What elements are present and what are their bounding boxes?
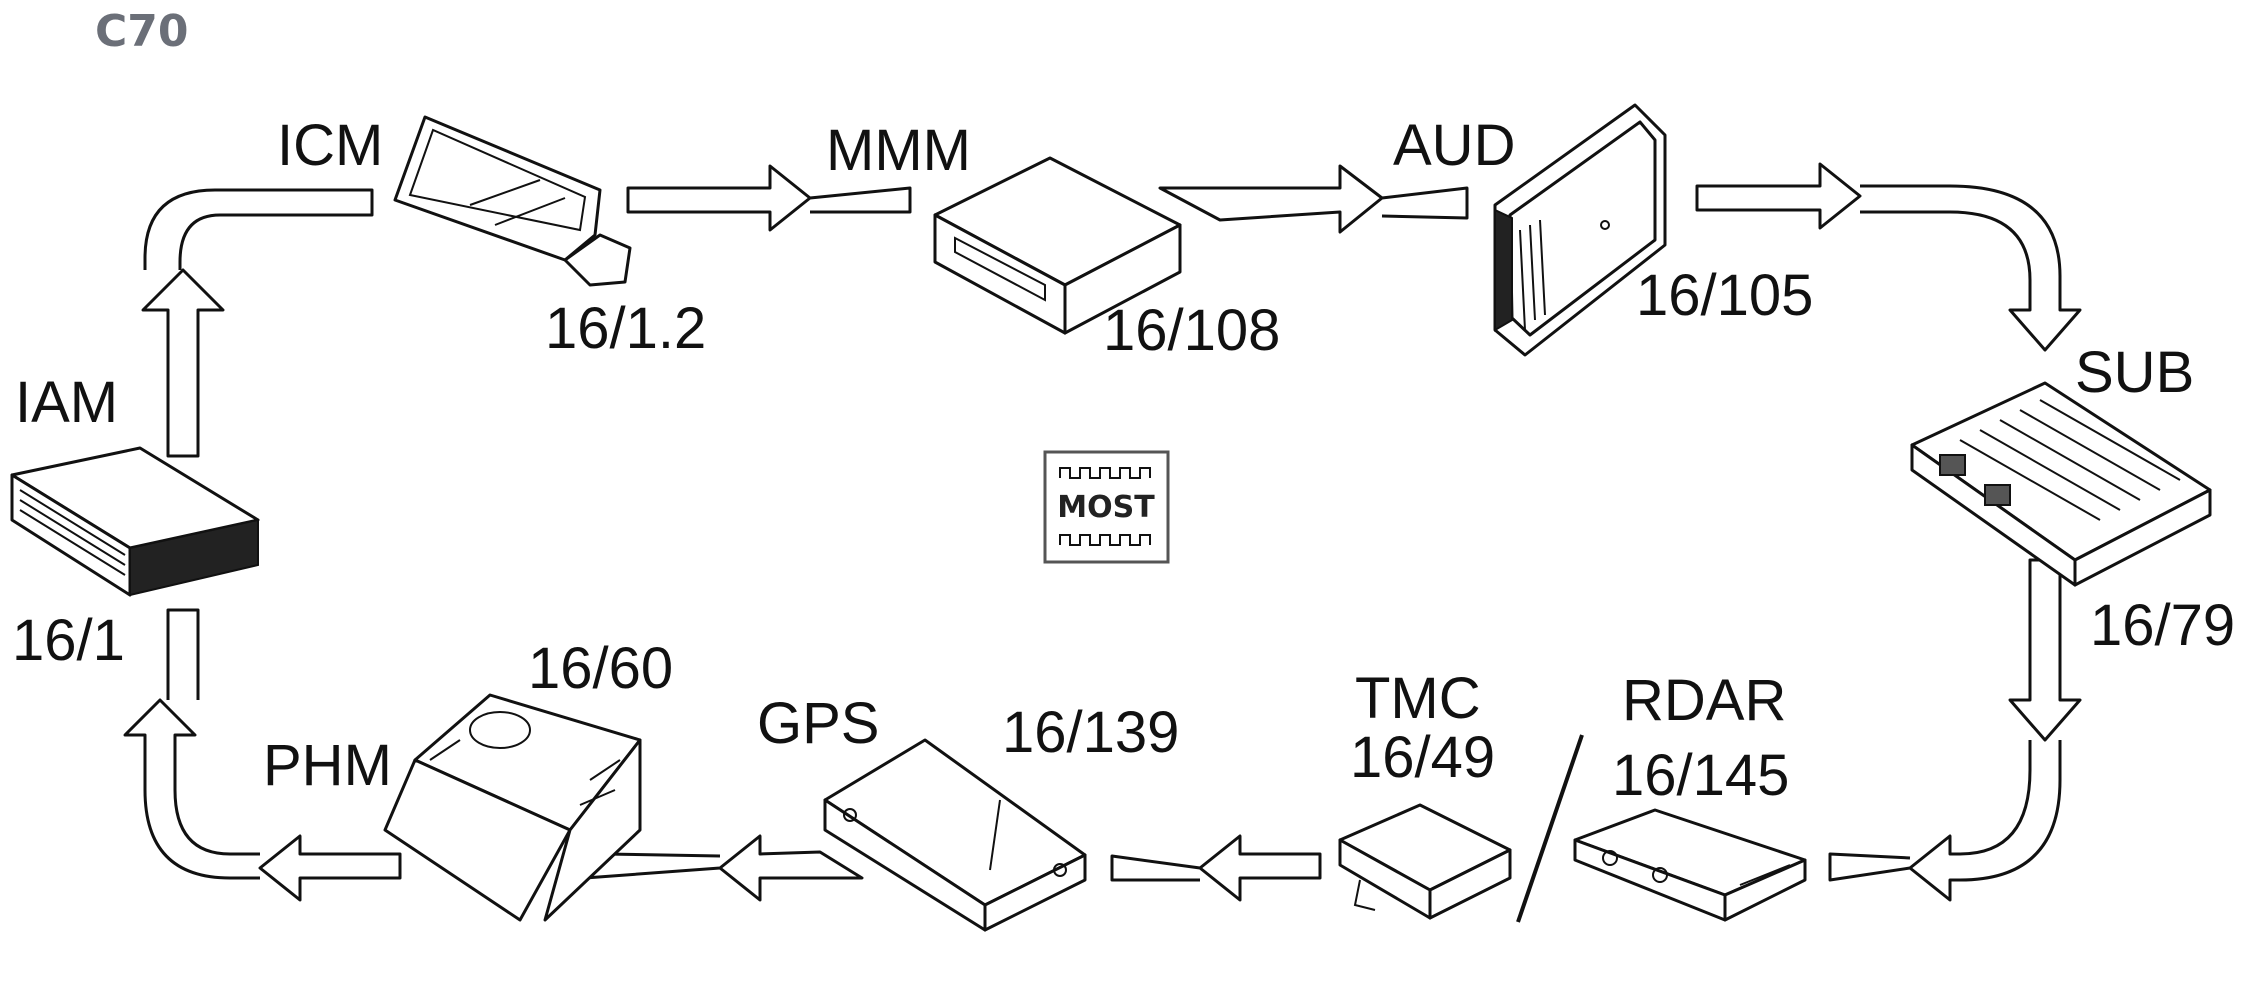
mmm-device (933, 156, 1182, 335)
ring-arrow-tmc-to-gps (1110, 834, 1322, 902)
aud-name-label: AUD (1393, 113, 1515, 178)
page-title: C70 (95, 6, 189, 57)
sub-device (1910, 381, 2212, 587)
tmc-device (1338, 803, 1512, 920)
ring-pipe-top-right (1860, 184, 2082, 352)
gps-device (823, 738, 1087, 932)
mmm-code-label: 16/108 (1103, 298, 1280, 363)
ring-arrow-mmm-to-aud (1158, 164, 1469, 234)
aud-device (1493, 103, 1667, 357)
iam-device (10, 446, 260, 597)
most-wave-bottom (1059, 534, 1151, 546)
ring-arrow-sub-down (2008, 558, 2082, 742)
tmc-name-label: TMC (1355, 666, 1481, 731)
ring-arrow-icm-to-mmm (626, 164, 912, 232)
rdar-name-label: RDAR (1622, 668, 1786, 733)
ring-pipe-left-down (166, 608, 200, 700)
ring-arrow-iam-to-icm (141, 268, 225, 458)
ring-arrow-phm-to-iam (258, 834, 402, 902)
ring-pipe-bottom-right-tail (1828, 852, 1911, 882)
icm-device (393, 115, 632, 287)
gps-code-label: 16/139 (1002, 700, 1179, 765)
sub-name-label: SUB (2075, 340, 2194, 405)
rdar-code-label: 16/145 (1612, 743, 1789, 808)
ring-arrow-aud-to-sub (1695, 162, 1862, 230)
aud-code-label: 16/105 (1636, 263, 1813, 328)
phm-name-label: PHM (263, 733, 392, 798)
most-wave-top (1059, 467, 1151, 479)
ring-pipe-top-left (143, 188, 374, 270)
most-label: MOST (1057, 490, 1155, 525)
tmc-rdar-separator (1516, 734, 1584, 923)
iam-code-label: 16/1 (12, 608, 125, 673)
ring-pipe-bottom-right (1908, 740, 2062, 902)
icm-code-label: 16/1.2 (545, 296, 706, 361)
ring-arrow-gps-to-phm (583, 834, 864, 902)
phm-device (383, 693, 642, 922)
rdar-device (1573, 808, 1807, 922)
sub-code-label: 16/79 (2090, 593, 2235, 658)
ring-pipe-bottom-left (123, 698, 260, 880)
phm-code-label: 16/60 (528, 636, 673, 701)
icm-name-label: ICM (277, 113, 383, 178)
tmc-code-label: 16/49 (1350, 725, 1495, 790)
gps-name-label: GPS (757, 691, 880, 756)
most-bus-symbol: MOST (1043, 450, 1170, 564)
mmm-name-label: MMM (826, 118, 971, 183)
iam-name-label: IAM (15, 370, 118, 435)
